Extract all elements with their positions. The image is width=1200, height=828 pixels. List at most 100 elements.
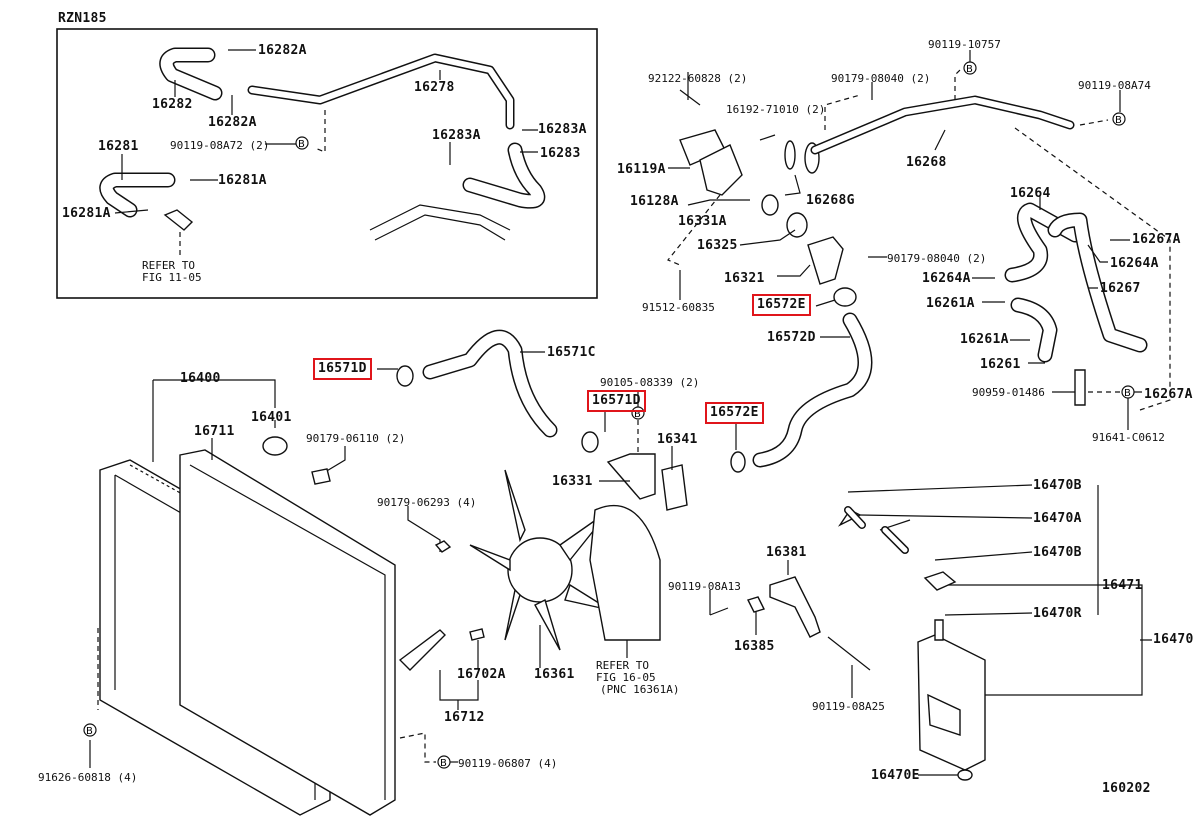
- part-label-16267A[interactable]: 16267A: [1132, 232, 1181, 247]
- part-label-16281A[interactable]: 16281A: [62, 206, 111, 221]
- part-label-16321[interactable]: 16321: [724, 271, 765, 286]
- pipe-engine-inset: [369, 204, 511, 241]
- part-label-16325[interactable]: 16325: [697, 238, 738, 253]
- part-label-16128A[interactable]: 16128A: [630, 194, 679, 209]
- part-label-16470B[interactable]: 16470B: [1033, 478, 1082, 493]
- part-label-16470[interactable]: 16470: [1153, 632, 1194, 647]
- part-label-16264[interactable]: 16264: [1010, 186, 1051, 201]
- diagram-line: [1006, 204, 1081, 281]
- hose-16264: [1004, 202, 1083, 283]
- part-label-91512-60835[interactable]: 91512-60835: [642, 301, 715, 314]
- part-label-90179-06293[interactable]: 90179-06293 (4): [377, 496, 477, 509]
- bolt-marker-circle-icon: [1112, 112, 1126, 126]
- part-label-16283A[interactable]: 16283A: [538, 122, 587, 137]
- figure-reference-link[interactable]: FIG 16-05: [596, 671, 656, 684]
- part-label-16571C[interactable]: 16571C: [547, 345, 596, 360]
- refer-to-note: REFER TO: [142, 259, 195, 272]
- diagram-line: [934, 619, 944, 641]
- part-label-90119-08A13[interactable]: 90119-08A13: [668, 580, 741, 593]
- part-label-16572E-highlighted[interactable]: 16572E: [752, 294, 811, 316]
- diagram-line: [845, 507, 865, 528]
- bolt-marker-circle-icon: [631, 406, 645, 420]
- part-label-16283A[interactable]: 16283A: [432, 128, 481, 143]
- part-label-16400[interactable]: 16400: [180, 371, 221, 386]
- reservoir-tank-16470: [917, 619, 986, 781]
- bracket-90959: [1074, 369, 1086, 406]
- part-label-16361[interactable]: 16361: [534, 667, 575, 682]
- part-label-90119-08A25[interactable]: 90119-08A25: [812, 700, 885, 713]
- part-label-16267[interactable]: 16267: [1100, 281, 1141, 296]
- part-label-16711[interactable]: 16711: [194, 424, 235, 439]
- part-label-16278[interactable]: 16278: [414, 80, 455, 95]
- diagram-line: [599, 392, 673, 482]
- part-label-16571D-highlighted[interactable]: 16571D: [587, 390, 646, 412]
- figure-reference-link[interactable]: FIG 11-05: [142, 271, 202, 284]
- gasket-16341: [661, 464, 688, 511]
- part-label-90119-10757[interactable]: 90119-10757: [928, 38, 1001, 51]
- part-label-16282A[interactable]: 16282A: [208, 115, 257, 130]
- part-label-16712[interactable]: 16712: [444, 710, 485, 725]
- figure-number: 160202: [1102, 781, 1151, 796]
- part-label-16264A[interactable]: 16264A: [1110, 256, 1159, 271]
- bolt-marker-b: B: [1115, 115, 1122, 126]
- part-label-16572D[interactable]: 16572D: [767, 330, 816, 345]
- diagram-line: [1012, 299, 1056, 361]
- part-label-91641-C0612[interactable]: 91641-C0612: [1092, 431, 1165, 444]
- hose-16572D: [752, 312, 873, 468]
- part-label-91626-60818[interactable]: 91626-60818 (4): [38, 771, 138, 784]
- diagram-line: [882, 527, 908, 553]
- part-label-90179-08040[interactable]: 90179-08040 (2): [887, 252, 987, 265]
- part-label-16381[interactable]: 16381: [766, 545, 807, 560]
- part-label-16571D-highlighted[interactable]: 16571D: [313, 358, 372, 380]
- diagram-line: [469, 628, 485, 641]
- part-label-16401[interactable]: 16401: [251, 410, 292, 425]
- part-label-16471[interactable]: 16471: [1102, 578, 1143, 593]
- part-label-16470E[interactable]: 16470E: [871, 768, 920, 783]
- part-label-16261[interactable]: 16261: [980, 357, 1021, 372]
- part-label-90119-06807[interactable]: 90119-06807 (4): [458, 757, 558, 770]
- part-label-16261A[interactable]: 16261A: [960, 332, 1009, 347]
- part-label-16702A[interactable]: 16702A: [457, 667, 506, 682]
- part-label-90959-01486[interactable]: 90959-01486: [972, 386, 1045, 399]
- part-label-16572E-highlighted[interactable]: 16572E: [705, 402, 764, 424]
- refer-to-note: REFER TO: [596, 659, 649, 672]
- rzn185-inset-frame: [56, 28, 598, 299]
- bolt-marker-circle-icon: [83, 723, 97, 737]
- part-label-16470R[interactable]: 16470R: [1033, 606, 1082, 621]
- part-label-16264A[interactable]: 16264A: [922, 271, 971, 286]
- part-label-16268[interactable]: 16268: [906, 155, 947, 170]
- part-label-16192-71010[interactable]: 16192-71010 (2): [726, 103, 826, 116]
- part-label-16282A[interactable]: 16282A: [258, 43, 307, 58]
- part-label-92122-60828[interactable]: 92122-60828 (2): [648, 72, 748, 85]
- diagram-line: [957, 769, 973, 781]
- part-label-16341[interactable]: 16341: [657, 432, 698, 447]
- part-label-16331A[interactable]: 16331A: [678, 214, 727, 229]
- part-label-16331[interactable]: 16331: [552, 474, 593, 489]
- part-label-16470A[interactable]: 16470A: [1033, 511, 1082, 526]
- bolt-marker-b: B: [1124, 388, 1131, 399]
- diagram-line: [709, 560, 871, 698]
- hose-16283: [462, 142, 546, 209]
- diagram-line: [100, 174, 174, 216]
- diagram-line: [189, 464, 386, 800]
- part-label-16281[interactable]: 16281: [98, 139, 139, 154]
- part-label-16267A[interactable]: 16267A: [1144, 387, 1193, 402]
- part-label-90105-08339[interactable]: 90105-08339 (2): [600, 376, 700, 389]
- diagram-line: [668, 50, 1121, 300]
- part-label-16283[interactable]: 16283: [540, 146, 581, 161]
- part-label-90119-08A74[interactable]: 90119-08A74: [1078, 79, 1151, 92]
- diagram-line: [424, 331, 556, 436]
- part-label-16268G[interactable]: 16268G: [806, 193, 855, 208]
- part-label-90119-08A72[interactable]: 90119-08A72 (2): [170, 139, 270, 152]
- part-label-90179-06110[interactable]: 90179-06110 (2): [306, 432, 406, 445]
- hose-16267: [1047, 212, 1148, 353]
- part-label-16281A[interactable]: 16281A: [218, 173, 267, 188]
- part-label-16385[interactable]: 16385: [734, 639, 775, 654]
- part-label-16261A[interactable]: 16261A: [926, 296, 975, 311]
- part-label-16119A[interactable]: 16119A: [617, 162, 666, 177]
- v-belt: [589, 505, 661, 641]
- part-label-16470B[interactable]: 16470B: [1033, 545, 1082, 560]
- hose-16281: [99, 172, 176, 218]
- part-label-16282[interactable]: 16282: [152, 97, 193, 112]
- part-label-90179-08040[interactable]: 90179-08040 (2): [831, 72, 931, 85]
